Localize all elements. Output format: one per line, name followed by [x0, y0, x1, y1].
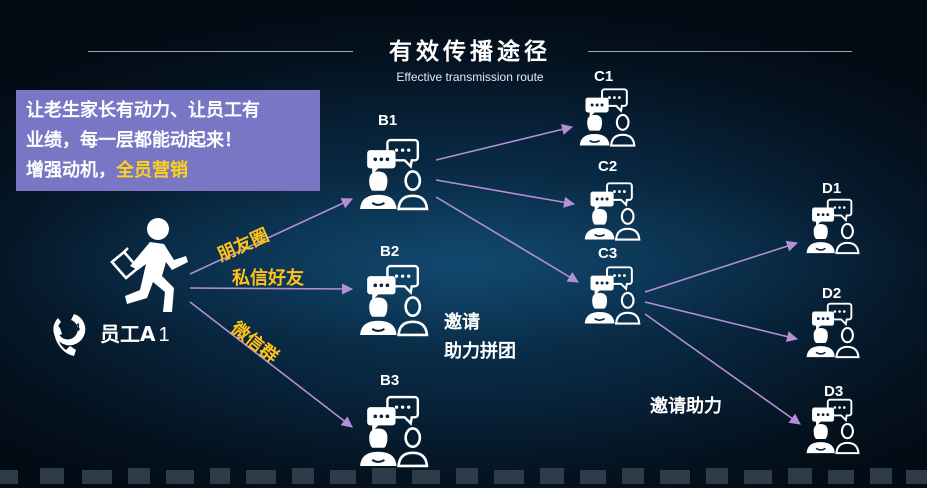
employee-number: 1 — [158, 324, 170, 346]
node-label-d3: D3 — [824, 383, 844, 400]
phone-24-icon — [53, 314, 86, 356]
node-label-b1: B1 — [378, 112, 398, 129]
arrow-c3-d3 — [644, 313, 801, 425]
arrow-c3-d2 — [644, 301, 799, 343]
node-label-d1: D1 — [822, 180, 842, 197]
node-label-c1: C1 — [594, 68, 614, 85]
arrow-b1-c3 — [435, 196, 579, 283]
employee-name: 员工A — [100, 322, 156, 346]
arrow-a1-b3 — [189, 301, 353, 428]
node-label-c2: C2 — [598, 158, 618, 175]
slogan-line-1: 让老生家长有动力、让员工有 — [26, 100, 260, 121]
b1-people-chat-icon — [358, 138, 429, 211]
c3-people-chat-icon — [583, 266, 641, 325]
slogan-highlight: 全员营销 — [116, 160, 188, 181]
b3-people-chat-icon — [358, 395, 429, 468]
b2-people-chat-icon — [358, 264, 429, 337]
arrow-a1-b2 — [189, 283, 354, 295]
slogan-box: 让老生家长有动力、让员工有 业绩，每一层都能动起来！ 增强动机，全员营销 — [16, 90, 320, 191]
node-label-c3: C3 — [598, 245, 618, 262]
running-person-icon — [110, 218, 188, 312]
slogan-line-3: 增强动机，全员营销 — [26, 156, 310, 186]
slogan-line-3-prefix: 增强动机， — [26, 160, 116, 181]
bottom-decorative-blocks — [0, 468, 927, 484]
d1-people-chat-icon — [805, 198, 860, 255]
node-label-d2: D2 — [822, 285, 842, 302]
node-label-b2: B2 — [380, 243, 400, 260]
diagram-subtitle: Effective transmission route — [396, 70, 544, 84]
arrow-b1-c2 — [435, 179, 576, 208]
note-invite-group-line-1: 邀请 — [444, 312, 480, 333]
d3-people-chat-icon — [805, 398, 860, 455]
title-rule-right — [588, 51, 852, 52]
channel-private-message: 私信好友 — [232, 268, 304, 289]
phone-24-badge: 24 — [67, 322, 81, 334]
diagram-title: 有效传播途径 — [389, 39, 551, 65]
title-rule-left — [88, 51, 353, 52]
arrow-b1-c1 — [435, 123, 574, 161]
note-invite-group-line-2: 助力拼团 — [444, 341, 516, 362]
arrow-a1-b1 — [189, 198, 354, 275]
slogan-line-2: 业绩，每一层都能动起来！ — [26, 130, 242, 151]
note-invite-help: 邀请助力 — [650, 396, 722, 417]
c1-people-chat-icon — [578, 88, 636, 147]
note-invite-group: 邀请 助力拼团 — [444, 308, 516, 366]
node-label-b3: B3 — [380, 372, 400, 389]
arrow-c3-d1 — [644, 240, 799, 293]
c2-people-chat-icon — [583, 182, 641, 241]
d2-people-chat-icon — [805, 302, 860, 359]
